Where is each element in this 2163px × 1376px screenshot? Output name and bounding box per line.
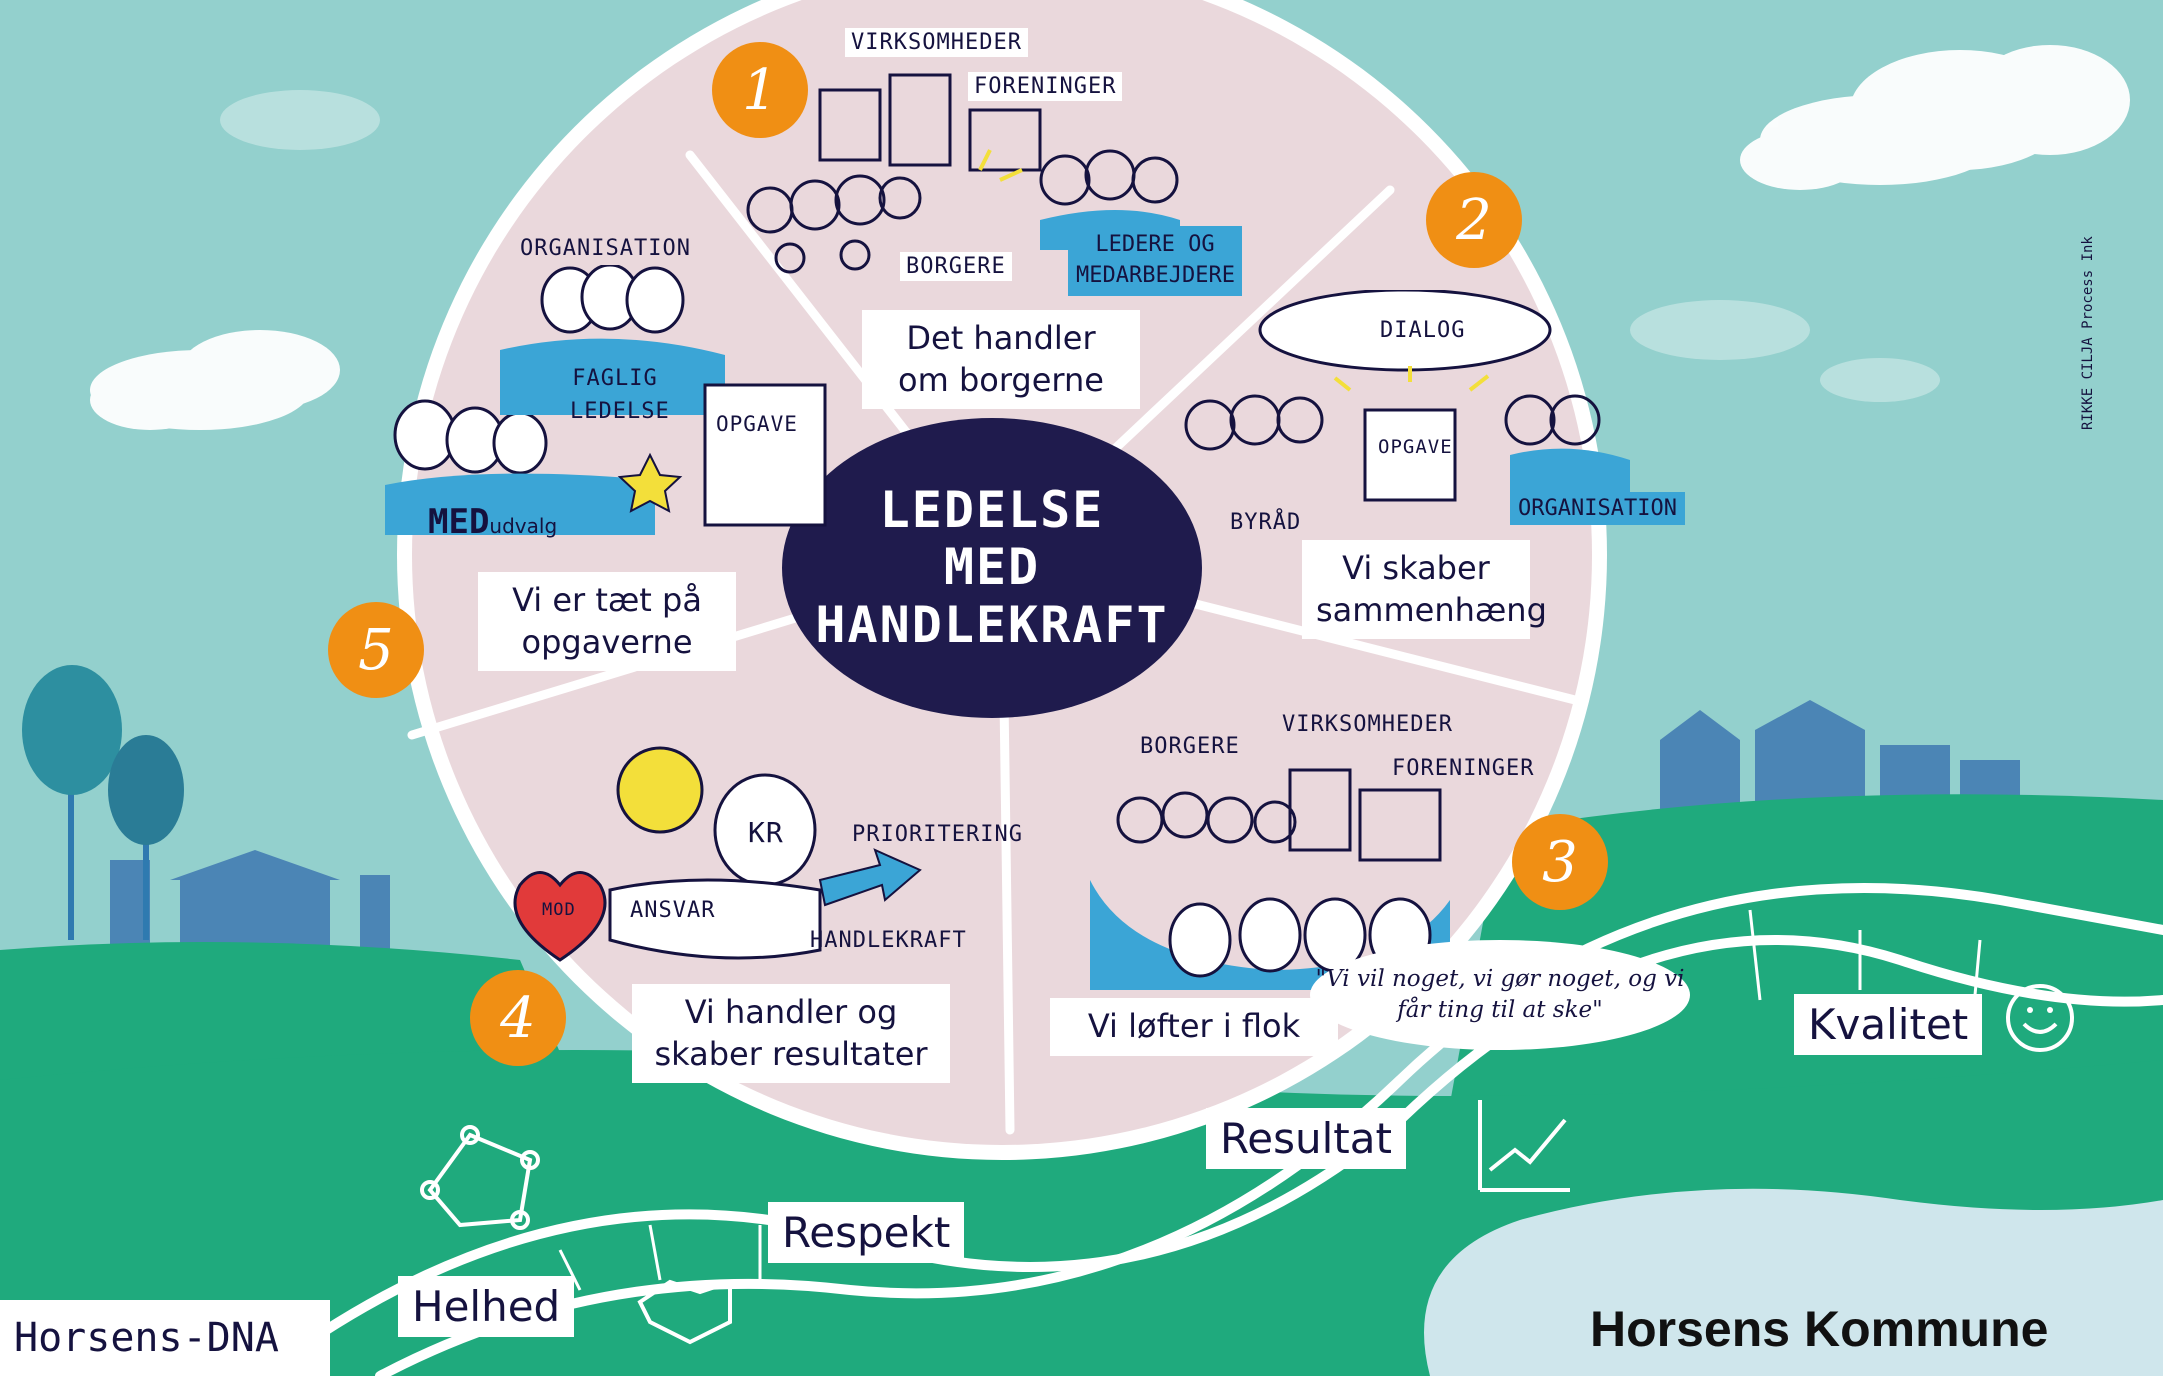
artist-credit: RIKKE CILJA Process Ink	[2080, 236, 2096, 430]
segment-2-caption-task: OPGAVE	[1378, 436, 1453, 458]
med-suffix: udvalg	[489, 514, 558, 538]
segment-3-quote: "Vi vil noget, vi gør noget, og vi får t…	[1310, 940, 1690, 1050]
value-quality: Kvalitet	[1794, 994, 1983, 1055]
handshake-icon	[637, 1279, 732, 1345]
segment-2-number: 2	[1426, 172, 1522, 268]
segment-5-title: Vi er tæt på opgaverne	[478, 572, 736, 672]
lightbulb-icon	[616, 746, 704, 834]
segment-3-caption-companies: VIRKSOMHEDER	[1282, 712, 1453, 737]
segment-2-title: Vi skaber sammenhæng	[1302, 540, 1547, 640]
smiley-icon	[2006, 984, 2074, 1052]
segment-3-caption-citizens: BORGERE	[1140, 734, 1240, 759]
segment-3-title: Vi løfter i flok	[1050, 998, 1338, 1056]
segment-4-title: Vi handler og skaber resultater	[632, 984, 950, 1084]
dna-ribbon	[255, 883, 2163, 1376]
segment-1-caption-associations: FORENINGER	[968, 72, 1123, 101]
segment-3-caption-associations: FORENINGER	[1392, 756, 1535, 781]
tree-icon	[22, 665, 184, 940]
segment-1-title: Det handler om borgerne	[862, 310, 1140, 410]
segment-3-number: 3	[1512, 814, 1608, 910]
segment-4-caption-money: KR	[748, 816, 784, 849]
segment-2-caption-dialog: DIALOG	[1380, 318, 1466, 343]
heart-icon	[513, 871, 607, 962]
center-line-1: LEDELSE	[879, 480, 1105, 539]
center-line-2: MED	[943, 538, 1041, 597]
arrow-icon	[818, 848, 922, 907]
brand-logo: Horsens Kommune	[1590, 1301, 2049, 1357]
value-respect: Respekt	[768, 1202, 965, 1263]
center-line-3: HANDLEKRAFT	[815, 595, 1169, 654]
organisation-illustration	[385, 265, 827, 535]
segment-4-number: 4	[470, 970, 566, 1066]
value-whole: Helhed	[398, 1276, 575, 1337]
hand-icon	[608, 878, 822, 960]
segment-2-caption-council: BYRÅD	[1230, 510, 1302, 535]
action-illustration	[513, 746, 922, 962]
segment-5-caption-task: OPGAVE	[716, 412, 798, 436]
segment-5-tag-professional: FAGLIG LEDELSE	[570, 366, 670, 424]
segment-2-tag-organisation: ORGANISATION	[1510, 492, 1685, 525]
segment-1-caption-companies: VIRKSOMHEDER	[845, 28, 1028, 57]
med-prefix: MED	[428, 502, 490, 542]
network-icon	[420, 1125, 540, 1230]
segment-5-caption-organisation: ORGANISATION	[520, 236, 691, 261]
segment-1-tag-leaders: LEDERE OG MEDARBEJDERE	[1068, 226, 1242, 296]
segment-5-number: 5	[328, 602, 424, 698]
value-result: Resultat	[1206, 1108, 1406, 1169]
dialog-illustration	[1184, 290, 1630, 502]
segment-1-number: 1	[712, 42, 808, 138]
segment-5-tag-med: MEDudvalg	[428, 502, 557, 542]
segment-4-caption-courage: MOD	[542, 900, 576, 920]
cloud-icon	[1740, 45, 2130, 190]
segment-1-caption-citizens: BORGERE	[900, 252, 1012, 281]
water-area	[1424, 1188, 2163, 1376]
segment-4-caption-responsibility: ANSVAR	[630, 898, 716, 923]
horsens-dna-label: Horsens-DNA	[0, 1300, 330, 1376]
segment-4-caption-priority: PRIORITERING	[852, 822, 1023, 847]
cloud-icon	[90, 330, 340, 430]
segment-4-caption-action: HANDLEKRAFT	[810, 928, 967, 953]
dna-rungs	[558, 909, 1982, 1291]
center-title: LEDELSE MED HANDLEKRAFT	[782, 418, 1202, 718]
star-icon	[617, 452, 683, 513]
growth-chart-icon	[1478, 1100, 1570, 1192]
cloud-icon	[220, 90, 1940, 402]
